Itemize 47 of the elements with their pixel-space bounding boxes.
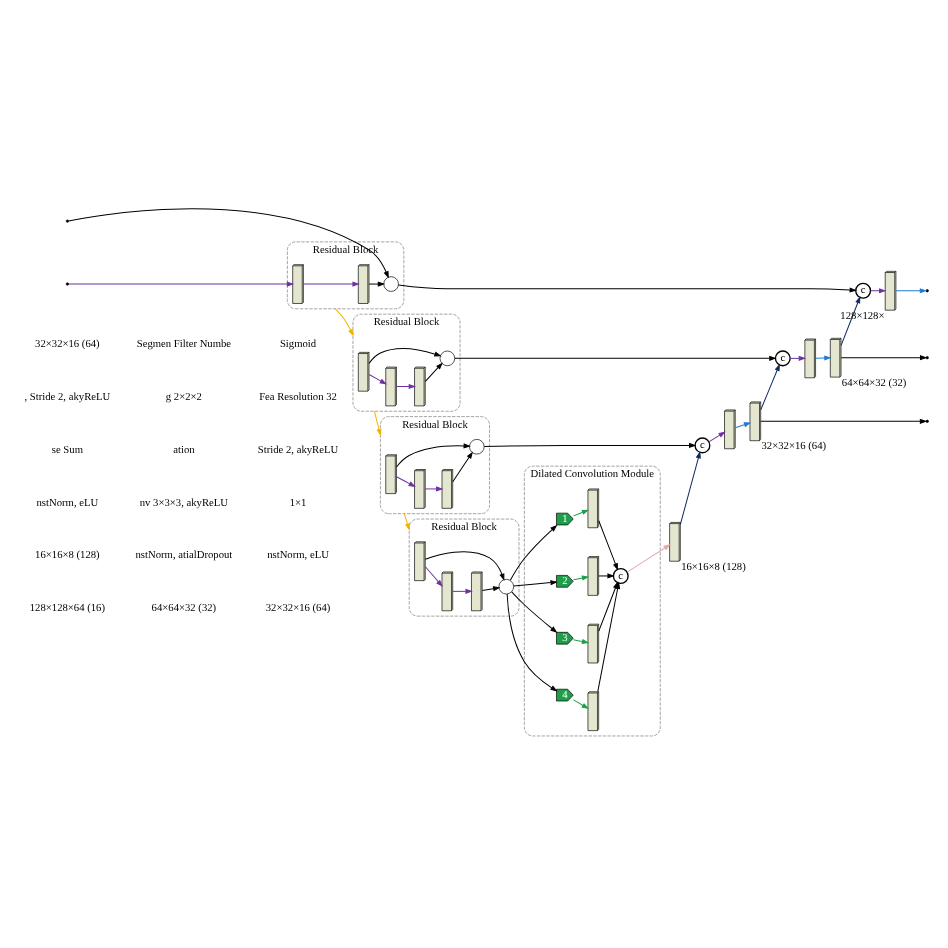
node-circle — [498, 577, 514, 594]
arrow — [452, 451, 473, 482]
arrow — [396, 383, 415, 388]
arrow — [424, 362, 443, 381]
arrow — [840, 295, 861, 345]
arrow — [424, 565, 443, 586]
arrow — [373, 409, 382, 435]
arrow — [573, 638, 589, 643]
arrow — [511, 590, 557, 632]
node-circle — [469, 438, 485, 454]
arrow — [403, 512, 410, 529]
arrow — [598, 519, 618, 569]
arrow — [815, 354, 831, 360]
arrow — [481, 585, 500, 591]
arrow — [789, 355, 806, 360]
arrow — [573, 508, 589, 516]
node-circle — [439, 349, 456, 366]
arrow — [573, 574, 589, 580]
arrow — [483, 442, 696, 447]
arrow — [368, 372, 387, 384]
arrow — [895, 287, 927, 293]
arrow — [573, 698, 589, 708]
arrow — [513, 579, 557, 586]
arrow — [452, 588, 472, 593]
arrow — [506, 592, 557, 691]
arrow — [760, 417, 927, 423]
arrow — [598, 572, 614, 578]
arrow — [454, 355, 776, 360]
arrow — [368, 280, 385, 286]
arrow — [368, 347, 441, 364]
arrow — [626, 543, 670, 572]
arrow — [760, 363, 780, 410]
arrow — [68, 280, 294, 286]
arrow — [708, 430, 725, 442]
node-circle — [383, 275, 399, 291]
arrow — [509, 524, 557, 580]
arrow — [396, 475, 415, 486]
arrow — [68, 207, 389, 277]
arrow — [303, 280, 359, 286]
arrow — [424, 485, 443, 491]
arrow — [424, 550, 505, 579]
arrow — [398, 283, 856, 292]
arrow — [840, 354, 927, 360]
arrow — [679, 450, 701, 524]
arrow — [334, 307, 354, 335]
arrow — [734, 421, 751, 428]
arrow — [396, 442, 470, 467]
